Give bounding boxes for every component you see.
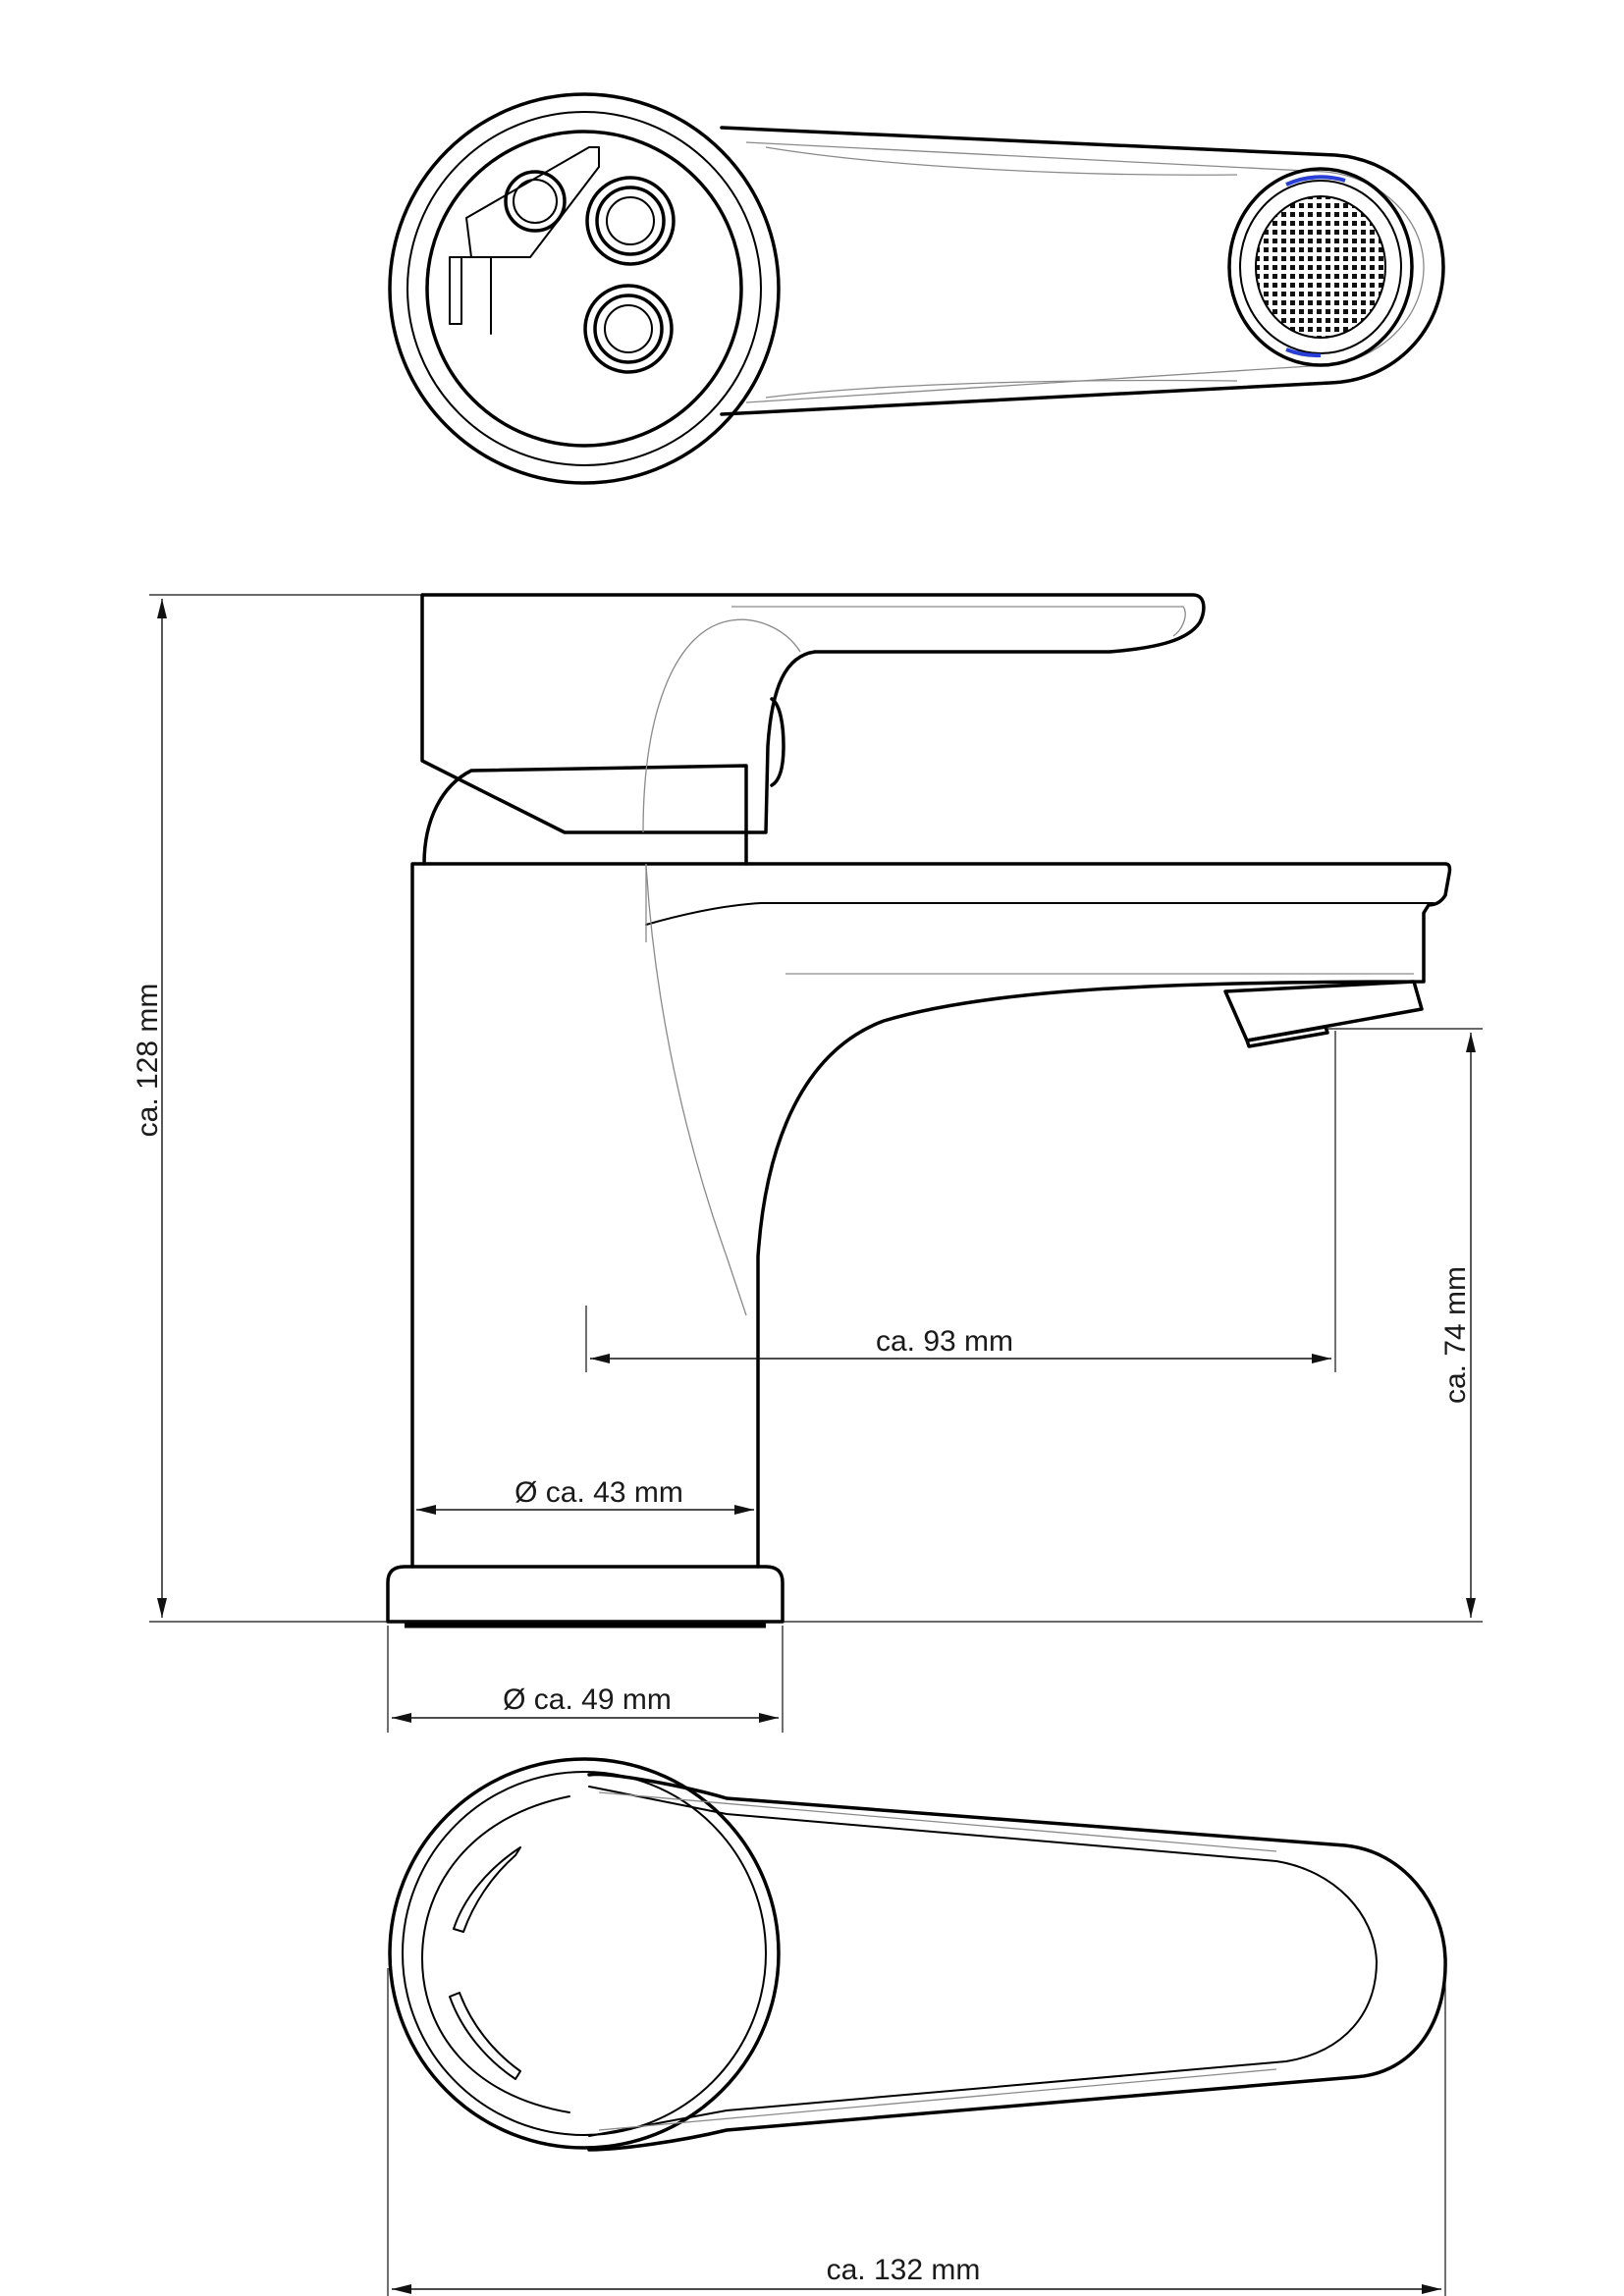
inlet-port-hot-icon [585,176,676,266]
overall-height-label: ca. 128 mm [132,984,164,1138]
aerator-marker-top [1285,175,1346,187]
top-base-circle [388,1757,781,2150]
base-outer-ring [388,92,781,485]
body-diameter-label: Ø ca. 43 mm [514,1476,683,1509]
spout-body-outline [720,126,1445,416]
base-plate [386,1565,785,1624]
aerator-icon [1227,167,1414,367]
base-diameter-dimension: Ø ca. 49 mm [387,1626,784,1733]
spout-top-line [645,902,1435,926]
top-cap-arc [421,1795,570,2113]
top-lever-outline [587,1772,1447,2152]
spout-height-label: ca. 74 mm [1439,1266,1472,1404]
mounting-bracket [449,256,492,335]
spout-inner-line [645,864,1414,975]
spout-body-mid [765,146,1238,399]
top-slot-upper-icon [453,1846,521,1933]
base-recess-ring [425,130,743,448]
inlet-port-cold-icon [583,284,674,374]
top-slot-lower-icon [449,1992,521,2080]
base-inner-ring [406,111,762,466]
side-view: ca. 128 mm ca. 74 mm ca. 93 mm Ø ca. 43 … [132,593,1483,1629]
aerator-marker-bottom [1285,347,1322,358]
bottom-view [388,92,1445,485]
small-port-icon [504,170,567,233]
top-lever-fine [598,1791,1277,2131]
spout-reach-label: ca. 93 mm [876,1325,1013,1358]
body-guide-line [645,863,747,1316]
faucet-body [410,862,1452,1569]
overall-length-label: ca. 132 mm [827,2254,981,2286]
handle-lever [420,593,1206,834]
handle-highlight [642,606,1186,833]
handle-ring [770,697,785,787]
aerator-nozzle-tip [1245,1025,1329,1048]
top-view: ca. 132 mm [387,1757,1447,2296]
aerator-nozzle [1223,980,1424,1042]
pivot-dome [422,764,748,866]
base-diameter-label: Ø ca. 49 mm [503,1683,672,1716]
top-base-inner-circle [402,1771,767,2136]
top-lever-inner [588,1786,1378,2137]
